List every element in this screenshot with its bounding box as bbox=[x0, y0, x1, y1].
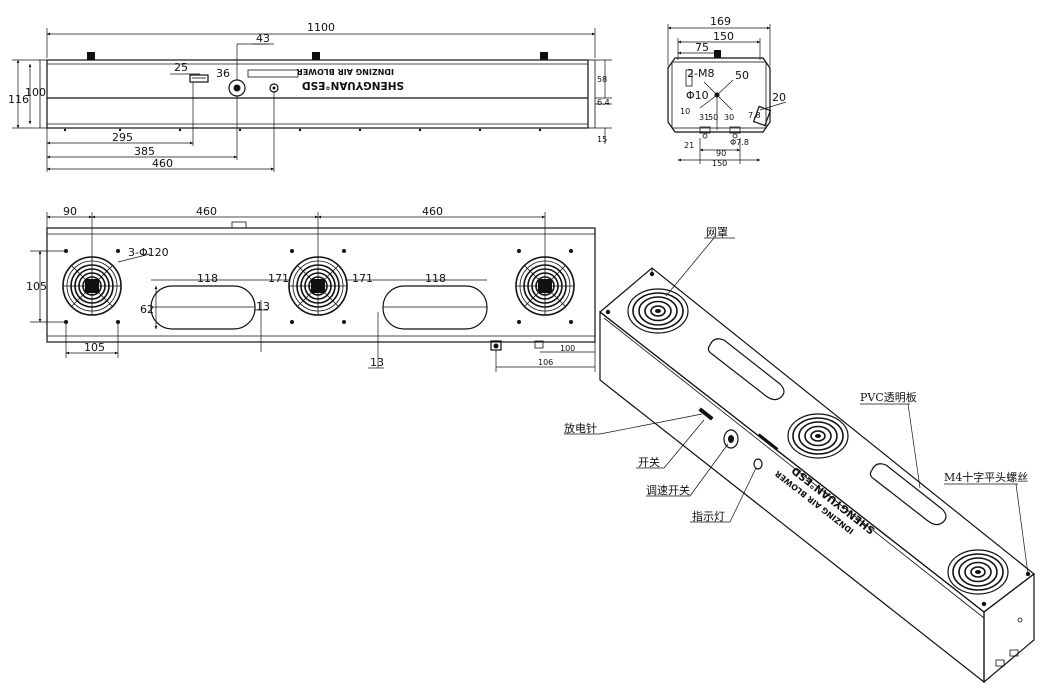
dim-460: 460 bbox=[152, 157, 173, 170]
iso-end-face bbox=[983, 572, 1035, 684]
dim-front-106: 106 bbox=[538, 358, 553, 367]
label-speed-switch: 调速开关 bbox=[646, 483, 690, 497]
fan-guard-center bbox=[288, 256, 348, 316]
mounting-stud bbox=[540, 52, 548, 60]
dim-front-105v: 105 bbox=[26, 280, 47, 293]
dim-58: 58 bbox=[597, 75, 607, 84]
label-fan-guard: 网罩 bbox=[706, 226, 728, 239]
mounting-stud bbox=[87, 52, 95, 60]
dim-36: 36 bbox=[216, 67, 230, 80]
dim-front-118b: 118 bbox=[425, 272, 446, 285]
dim-30: 30 bbox=[724, 113, 734, 122]
dim-100: 100 bbox=[25, 86, 46, 99]
iso-pvc-window-1 bbox=[707, 338, 785, 401]
dim-front-13b: 13 bbox=[370, 356, 384, 369]
dim-front-171b: 171 bbox=[352, 272, 373, 285]
label-emitter: 放电针 bbox=[564, 421, 597, 435]
label-pvc-panel: PVC透明板 bbox=[860, 390, 917, 404]
top-view: SHENGYUAN°ESD IDNZING AIR BLOWER 1100 43… bbox=[8, 21, 612, 172]
dim-phi7-8: Φ7.8 bbox=[730, 138, 749, 147]
label-switch: 开关 bbox=[638, 455, 660, 469]
dim-15: 15 bbox=[597, 135, 607, 144]
brand-text: SHENGYUAN°ESD bbox=[302, 79, 404, 91]
iso-fan-3 bbox=[947, 549, 1009, 595]
label-screw: M4十字平头螺丝 bbox=[944, 470, 1028, 484]
side-view-body bbox=[667, 57, 771, 133]
dim-50b: 50 bbox=[708, 113, 718, 122]
dim-150b: 150 bbox=[712, 159, 727, 168]
dim-295: 295 bbox=[112, 131, 133, 144]
dim-150: 150 bbox=[713, 30, 734, 43]
dim-31: 31 bbox=[699, 113, 709, 122]
mounting-stud bbox=[312, 52, 320, 60]
fan-guard-left bbox=[62, 256, 122, 316]
dim-phi10: Φ10 bbox=[686, 89, 709, 102]
dim-25: 25 bbox=[174, 61, 188, 74]
dim-385: 385 bbox=[134, 145, 155, 158]
dim-front-171a: 171 bbox=[268, 272, 289, 285]
dim-front-118a: 118 bbox=[197, 272, 218, 285]
dim-2-m8: 2-M8 bbox=[687, 67, 714, 80]
iso-speed-knob bbox=[723, 429, 739, 449]
dim-front-460a: 460 bbox=[196, 205, 217, 218]
dim-169: 169 bbox=[710, 15, 731, 28]
dim-front-460b: 460 bbox=[422, 205, 443, 218]
iso-indicator-light bbox=[753, 458, 763, 470]
dim-front-105h: 105 bbox=[84, 341, 105, 354]
dim-1100: 1100 bbox=[307, 21, 335, 34]
dim-75: 75 bbox=[695, 41, 709, 54]
pvc-window-left bbox=[150, 285, 256, 330]
dim-front-90: 90 bbox=[63, 205, 77, 218]
dim-21: 21 bbox=[684, 141, 694, 150]
dim-10: 10 bbox=[680, 107, 690, 116]
dim-50: 50 bbox=[735, 69, 749, 82]
front-view-body bbox=[46, 227, 596, 343]
dim-90: 90 bbox=[716, 149, 726, 158]
dim-7-8: 7.8 bbox=[748, 111, 761, 120]
label-indicator: 指示灯 bbox=[692, 509, 725, 523]
switch-symbol bbox=[189, 74, 209, 83]
isometric-view: SHENGYUAN°ESD IDNZING AIR BLOWER 网罩 PVC透… bbox=[564, 226, 1035, 684]
product-name-text: IDNZING AIR BLOWER bbox=[297, 67, 394, 76]
dim-front-100: 100 bbox=[560, 344, 575, 353]
iso-pvc-window-2 bbox=[869, 463, 947, 526]
dim-43: 43 bbox=[256, 32, 270, 45]
dim-116: 116 bbox=[8, 93, 29, 106]
dim-fans: 3-Φ120 bbox=[128, 246, 169, 259]
iso-fan-2 bbox=[787, 413, 849, 459]
side-view: 169 150 75 2-M8 50 Φ10 20 7.8 10 31 50 3… bbox=[667, 15, 787, 168]
dim-20: 20 bbox=[772, 91, 786, 104]
iso-fan-1 bbox=[627, 288, 689, 334]
dim-front-13a: 13 bbox=[256, 300, 270, 313]
fan-guard-right bbox=[515, 256, 575, 316]
front-view: 90 460 460 3-Φ120 105 105 118 171 171 11… bbox=[26, 205, 596, 372]
dim-6-4: 6.4 bbox=[597, 98, 610, 107]
pvc-window-right bbox=[382, 285, 488, 330]
dim-front-62: 62 bbox=[140, 303, 154, 316]
